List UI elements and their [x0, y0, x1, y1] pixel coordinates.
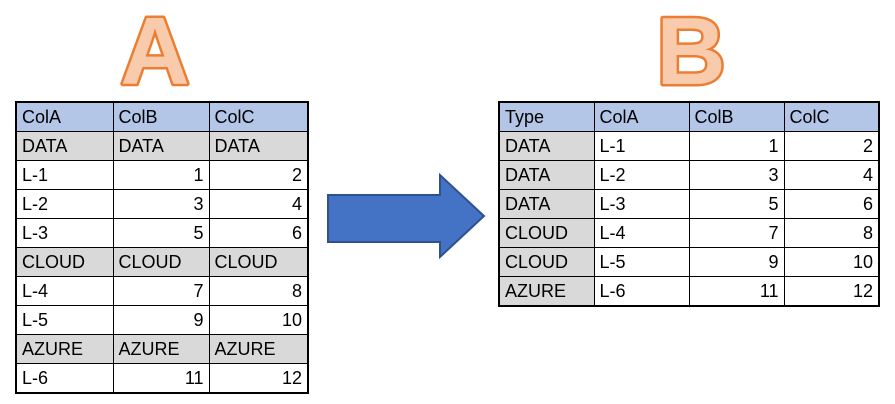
- table-cell: 6: [208, 218, 309, 248]
- table-cell: 12: [783, 276, 880, 307]
- group-cell: AZURE: [112, 334, 210, 364]
- header-cell: ColC: [208, 101, 309, 132]
- table-cell: 5: [688, 189, 785, 219]
- group-cell: CLOUD: [208, 247, 309, 277]
- group-cell: DATA: [112, 131, 210, 161]
- table-cell: L-3: [593, 189, 690, 219]
- table-cell: L-5: [593, 247, 690, 277]
- label-b: B: [654, 0, 728, 96]
- table-cell: DATA: [498, 189, 595, 219]
- table-cell: 3: [112, 189, 210, 219]
- table-cell: DATA: [498, 131, 595, 161]
- right-arrow-icon: [327, 172, 486, 260]
- table-cell: 8: [783, 218, 880, 248]
- table-cell: 7: [112, 276, 210, 306]
- table-cell: 4: [783, 160, 880, 190]
- table-cell: 9: [112, 305, 210, 335]
- table-cell: 10: [208, 305, 309, 335]
- table-cell: 7: [688, 218, 785, 248]
- table-cell: L-1: [15, 160, 114, 190]
- table-cell: 3: [688, 160, 785, 190]
- table-cell: AZURE: [498, 276, 595, 307]
- table-cell: L-2: [15, 189, 114, 219]
- table-cell: 11: [688, 276, 785, 307]
- header-cell: ColB: [112, 101, 210, 132]
- group-cell: CLOUD: [112, 247, 210, 277]
- header-cell: ColA: [15, 101, 114, 132]
- table-cell: CLOUD: [498, 247, 595, 277]
- table-cell: L-5: [15, 305, 114, 335]
- table-cell: 6: [783, 189, 880, 219]
- group-cell: AZURE: [15, 334, 114, 364]
- table-cell: 2: [208, 160, 309, 190]
- group-cell: DATA: [15, 131, 114, 161]
- table-cell: L-6: [15, 363, 114, 394]
- header-cell: Type: [498, 101, 595, 132]
- label-a-text: A: [120, 0, 189, 96]
- table-cell: L-2: [593, 160, 690, 190]
- table-cell: 11: [112, 363, 210, 394]
- table-cell: 9: [688, 247, 785, 277]
- group-cell: CLOUD: [15, 247, 114, 277]
- table-cell: L-6: [593, 276, 690, 307]
- table-cell: 1: [112, 160, 210, 190]
- table-cell: 1: [688, 131, 785, 161]
- table-cell: 10: [783, 247, 880, 277]
- header-cell: ColC: [783, 101, 880, 132]
- table-cell: 5: [112, 218, 210, 248]
- right-arrow-shape: [327, 172, 486, 260]
- table-cell: 4: [208, 189, 309, 219]
- table-cell: CLOUD: [498, 218, 595, 248]
- table-cell: 12: [208, 363, 309, 394]
- table-cell: L-4: [15, 276, 114, 306]
- table-cell: L-3: [15, 218, 114, 248]
- table-cell: 8: [208, 276, 309, 306]
- header-cell: ColA: [593, 101, 690, 132]
- header-cell: ColB: [688, 101, 785, 132]
- table-cell: L-4: [593, 218, 690, 248]
- table-cell: L-1: [593, 131, 690, 161]
- table-cell: 2: [783, 131, 880, 161]
- label-b-text: B: [656, 0, 725, 96]
- group-cell: DATA: [208, 131, 309, 161]
- table-cell: DATA: [498, 160, 595, 190]
- group-cell: AZURE: [208, 334, 309, 364]
- label-a: A: [118, 0, 192, 96]
